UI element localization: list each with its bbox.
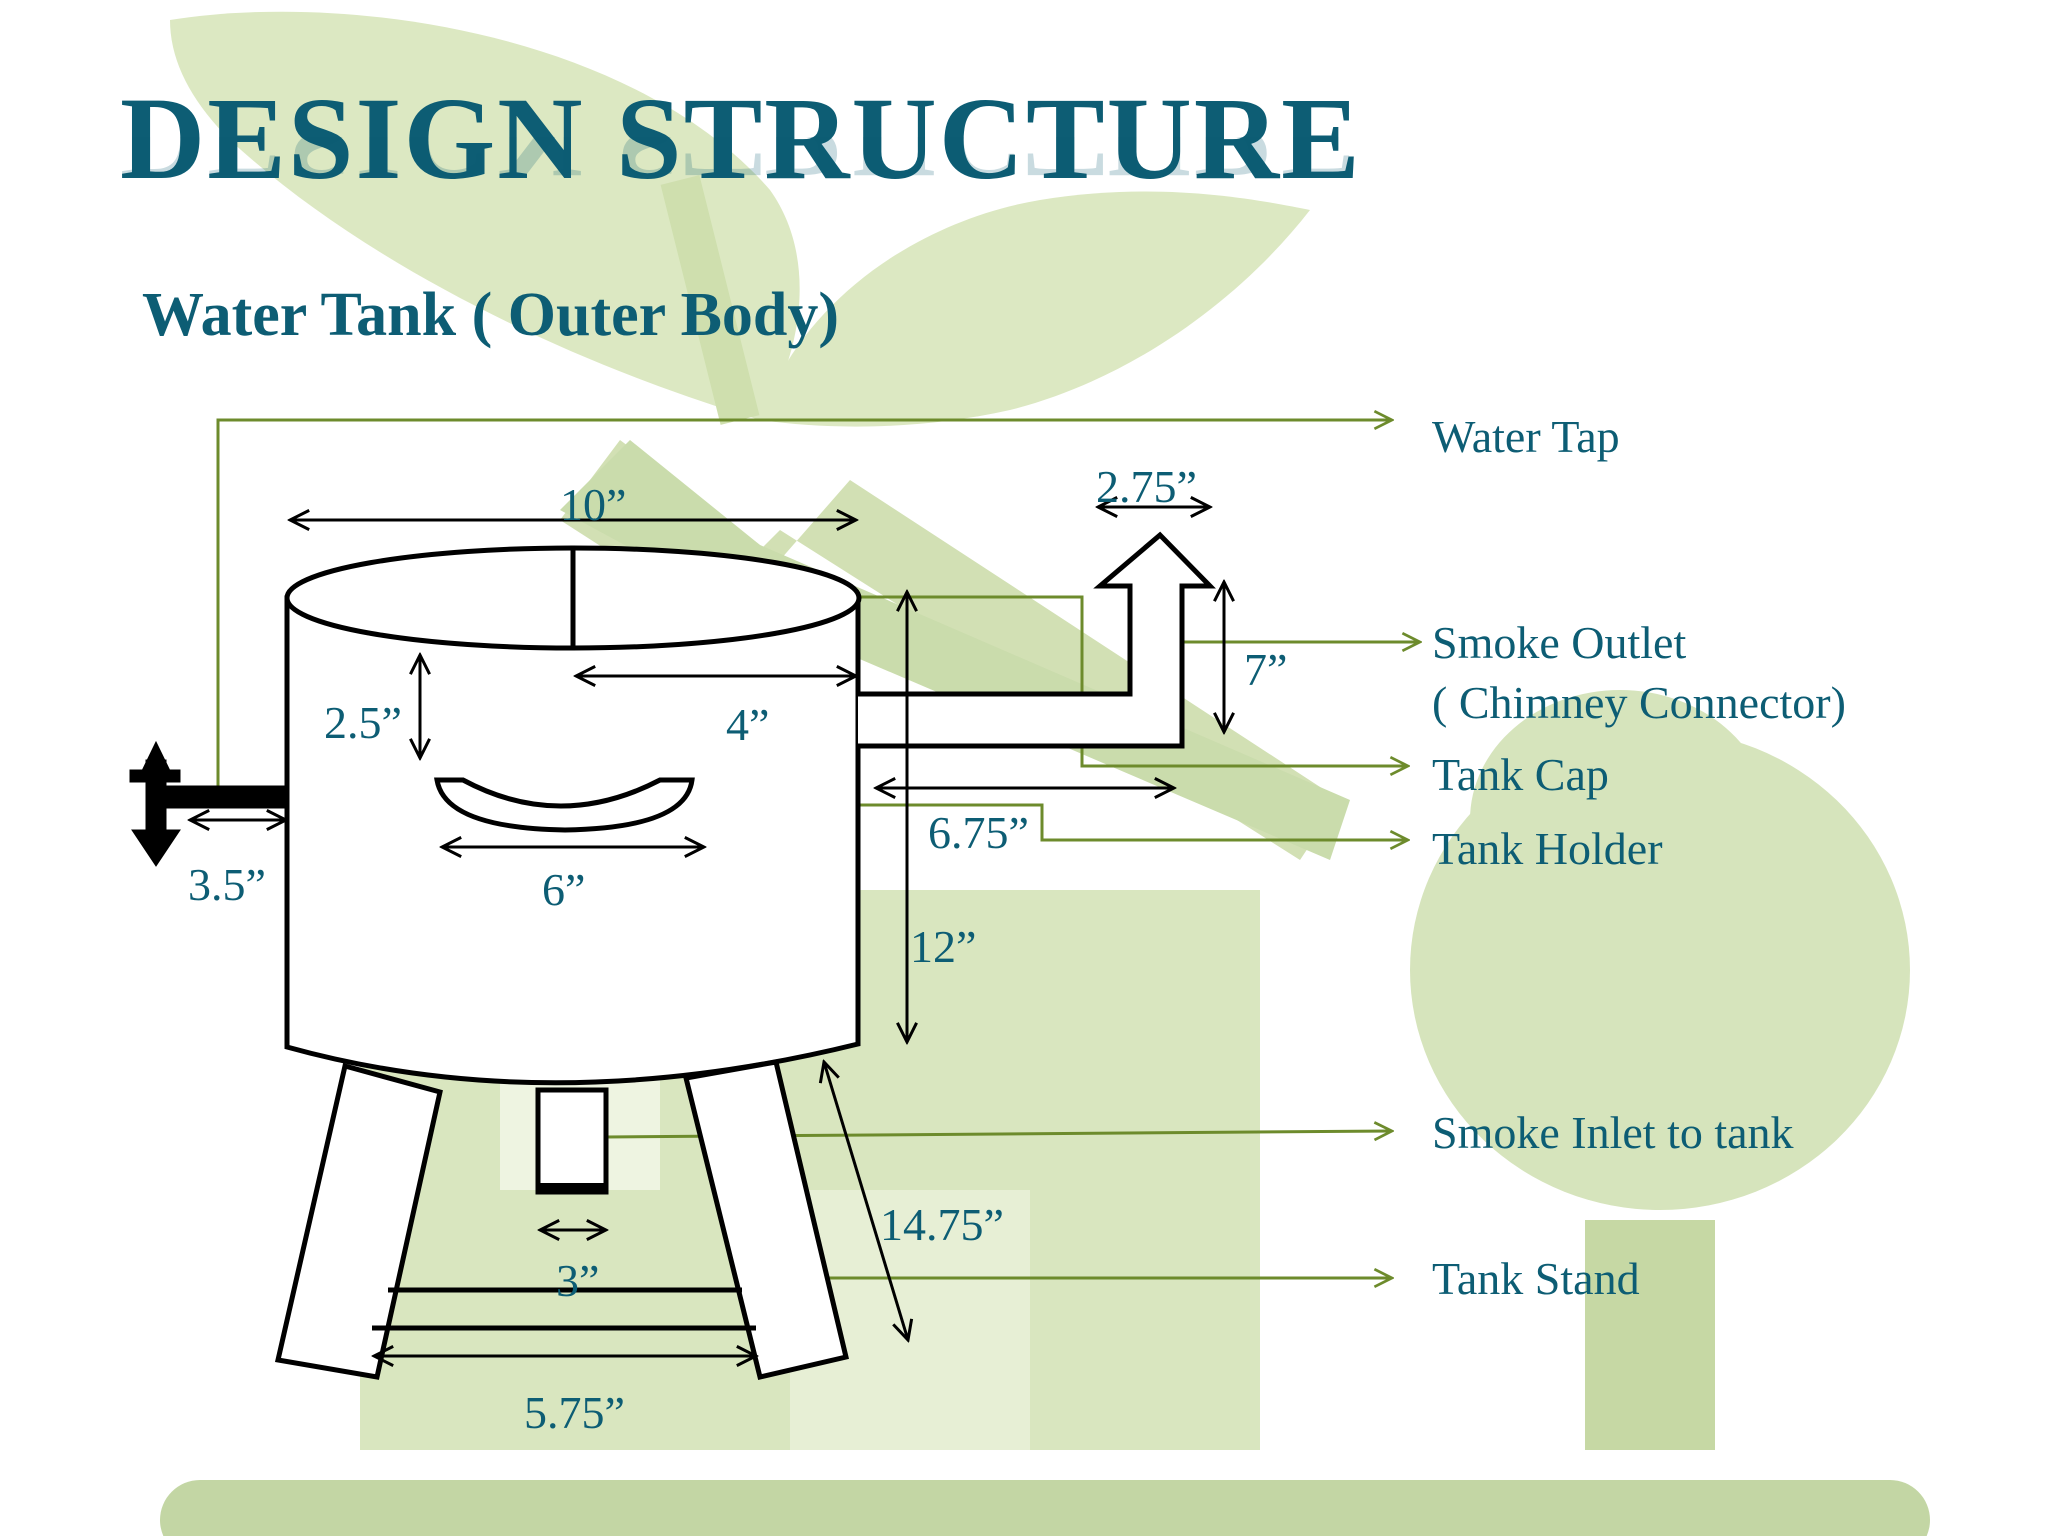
smoke-pipe — [858, 531, 1216, 749]
tree-trunk-bg — [1585, 1220, 1715, 1450]
dim-stand-height-line — [824, 1062, 908, 1340]
leaf-left-bg — [170, 11, 800, 420]
dimension-labels: 10” 2.75” 7” 2.5” 4” 6.75” 3.5” 6” 12” 1… — [188, 461, 1287, 1438]
label-tank-cap: Tank Cap — [1432, 749, 1609, 800]
tap-handle — [129, 769, 181, 783]
component-labels: Water Tap Smoke Outlet ( Chimney Connect… — [1432, 411, 1846, 1304]
label-smoke-outlet: Smoke Outlet — [1432, 617, 1686, 668]
dim-inlet-width: 3” — [556, 1255, 599, 1306]
water-tap — [129, 740, 288, 867]
tap-arrow-down — [131, 829, 181, 867]
leaf-right-bg — [760, 191, 1310, 427]
tap-spout — [159, 785, 288, 809]
tank-stand-left-leg — [274, 1062, 443, 1380]
dim-holder-width: 6” — [542, 864, 585, 915]
smoke-inlet-pipe — [535, 1087, 609, 1195]
leader-water-tap — [216, 420, 1392, 792]
label-chimney-connector: ( Chimney Connector) — [1432, 677, 1846, 728]
tree-canopy2-bg — [1470, 690, 1770, 950]
roof-band-bg — [560, 440, 1350, 860]
dim-top-width: 10” — [560, 479, 626, 530]
label-tank-holder: Tank Holder — [1432, 823, 1663, 874]
dim-tap-length: 3.5” — [188, 859, 266, 910]
tank-body — [284, 595, 861, 1086]
leader-tank-holder — [680, 803, 1408, 840]
dim-stand-height: 14.75” — [880, 1199, 1004, 1250]
dim-cap-depth: 2.5” — [324, 697, 402, 748]
label-tank-stand: Tank Stand — [1432, 1253, 1640, 1304]
ground-band-bg — [160, 1480, 1930, 1536]
tank-holder-handle — [434, 777, 695, 833]
dim-tank-height: 12” — [910, 921, 976, 972]
dim-cap-half-width: 4” — [726, 699, 769, 750]
dim-chimney-width: 2.75” — [1096, 461, 1197, 512]
label-water-tap: Water Tap — [1432, 411, 1620, 462]
dim-chimney-height: 7” — [1244, 644, 1287, 695]
tank-stand-right-leg — [682, 1059, 850, 1380]
label-smoke-inlet: Smoke Inlet to tank — [1432, 1107, 1794, 1158]
dimension-arrows — [190, 507, 1224, 1356]
dim-stand-base-width: 5.75” — [524, 1387, 625, 1438]
slide-subtitle: Water Tank ( Outer Body) — [142, 281, 840, 349]
leader-tank-cap — [756, 595, 1408, 766]
dim-pipe-length: 6.75” — [928, 807, 1029, 858]
slide-title: DESIGN STRUCTURE — [120, 73, 1362, 204]
leaf-stem-bg — [660, 175, 760, 425]
